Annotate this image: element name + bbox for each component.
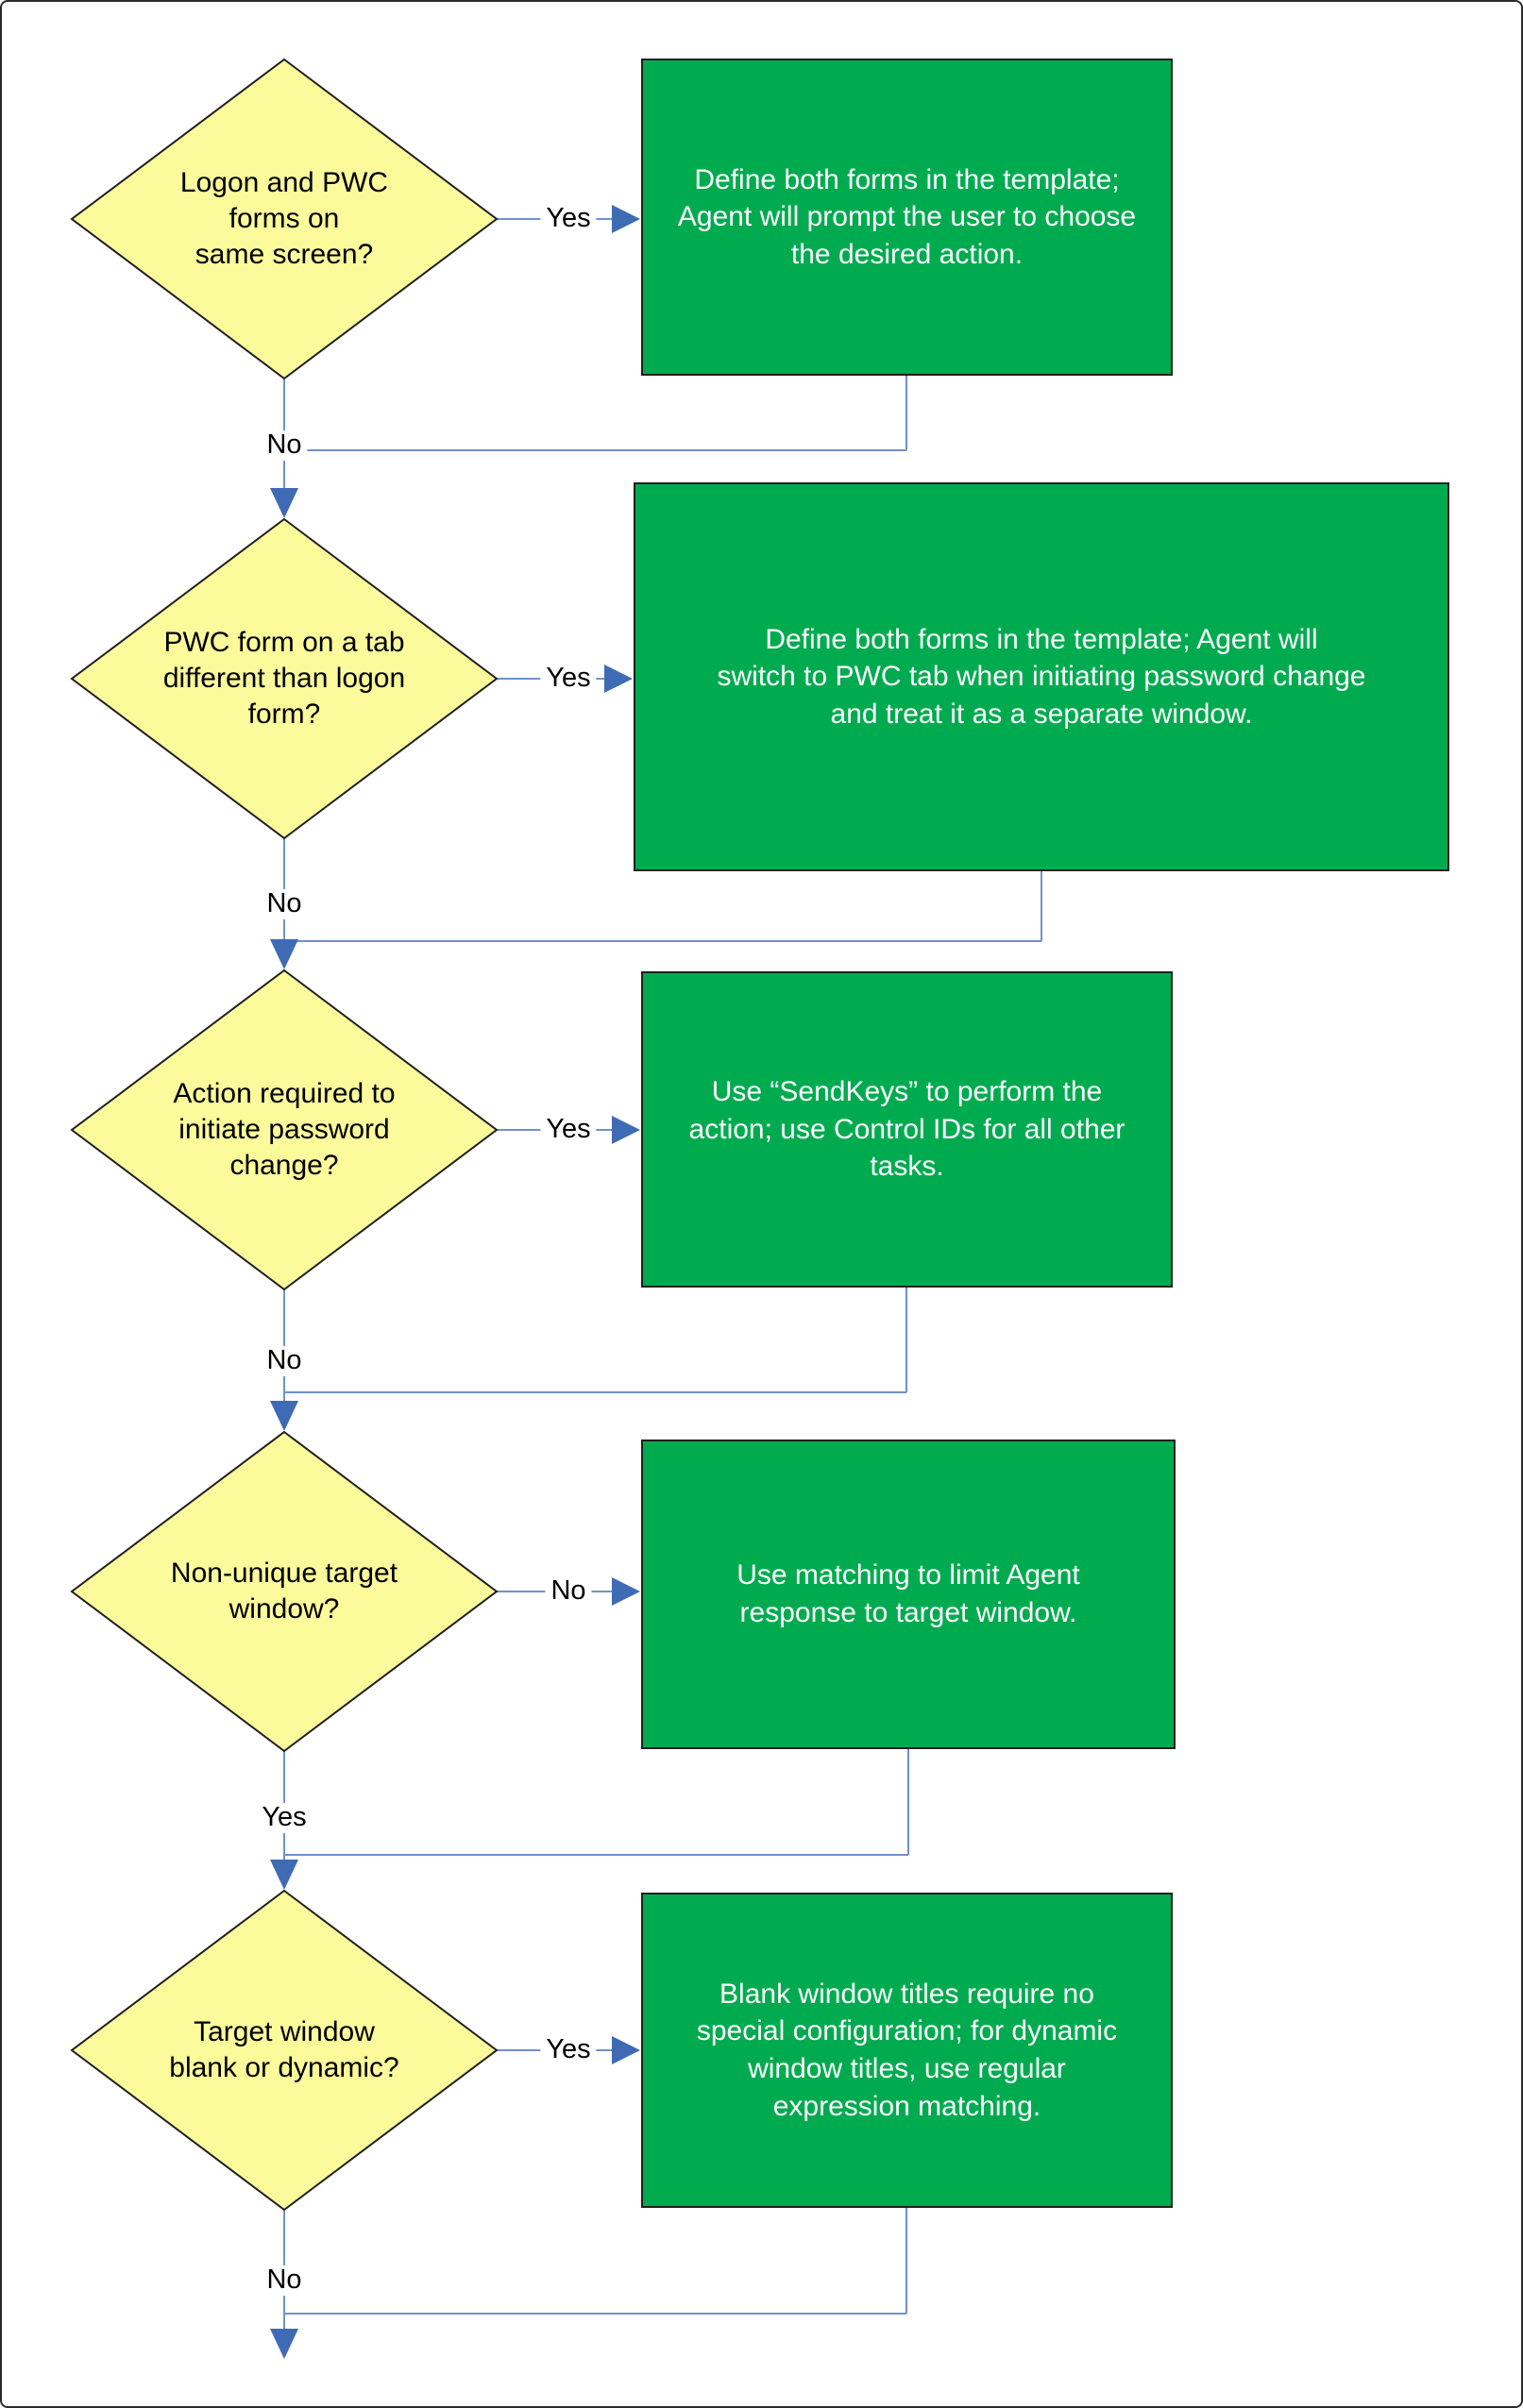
edge-label-d4-no: No [545, 1575, 592, 1607]
process-text: Define both forms in the template; Agent… [717, 623, 1366, 730]
diamond-3-shape [70, 968, 499, 1291]
diamond-2-shape [70, 517, 499, 840]
process-define-forms-switch-pwc-tab: Define both forms in the template; Agent… [634, 482, 1449, 871]
diamond-4-shape [70, 1430, 499, 1753]
decision-pwc-form-different-tab: PWC form on a tab different than logon f… [162, 626, 406, 731]
process-use-matching-limit-response: Use matching to limit Agent response to … [641, 1440, 1176, 1749]
process-text: Define both forms in the template; Agent… [677, 163, 1137, 270]
edge-label-d2-no: No [261, 888, 308, 919]
edge-label-d1-yes: Yes [540, 203, 597, 234]
arrowhead-right [612, 1577, 640, 1606]
edge-label-d2-yes: Yes [540, 663, 597, 694]
process-text: Use matching to limit Agent response to … [736, 1559, 1080, 1628]
arrowhead-right [612, 2036, 640, 2064]
process-use-sendkeys: Use “SendKeys” to perform the action; us… [641, 971, 1173, 1288]
process-text: Use “SendKeys” to perform the action; us… [688, 1076, 1125, 1183]
arrowhead-right [612, 205, 640, 233]
edge-label-d4-yes: Yes [256, 1802, 313, 1833]
arrowhead-down [270, 488, 298, 518]
edge-label-d5-no: No [261, 2265, 308, 2296]
arrowhead-down [270, 939, 298, 969]
process-define-forms-prompt-user: Define both forms in the template; Agent… [641, 59, 1173, 376]
edge-label-d5-yes: Yes [540, 2034, 597, 2065]
arrowhead-down [270, 1401, 298, 1431]
arrowhead-down [270, 2329, 298, 2359]
edge-label-d3-yes: Yes [540, 1114, 597, 1145]
edge-label-d3-no: No [261, 1345, 308, 1376]
process-blank-dynamic-title-handling: Blank window titles require no special c… [641, 1893, 1173, 2208]
edge-label-d1-no: No [261, 429, 308, 461]
decision-action-required-initiate-change: Action required to initiate password cha… [173, 1077, 396, 1182]
decision-logon-pwc-same-screen: Logon and PWC forms on same screen? [179, 166, 389, 271]
arrowhead-right [612, 1116, 640, 1144]
arrowhead-down [270, 1860, 298, 1890]
arrowhead-right [604, 665, 633, 693]
decision-non-unique-target-window: Non-unique target window? [170, 1557, 398, 1625]
diamond-1-shape [70, 58, 499, 380]
diamond-5-shape [70, 1889, 499, 2212]
process-text: Blank window titles require no special c… [696, 1978, 1118, 2122]
decision-target-window-blank-dynamic: Target window blank or dynamic? [169, 2015, 399, 2083]
